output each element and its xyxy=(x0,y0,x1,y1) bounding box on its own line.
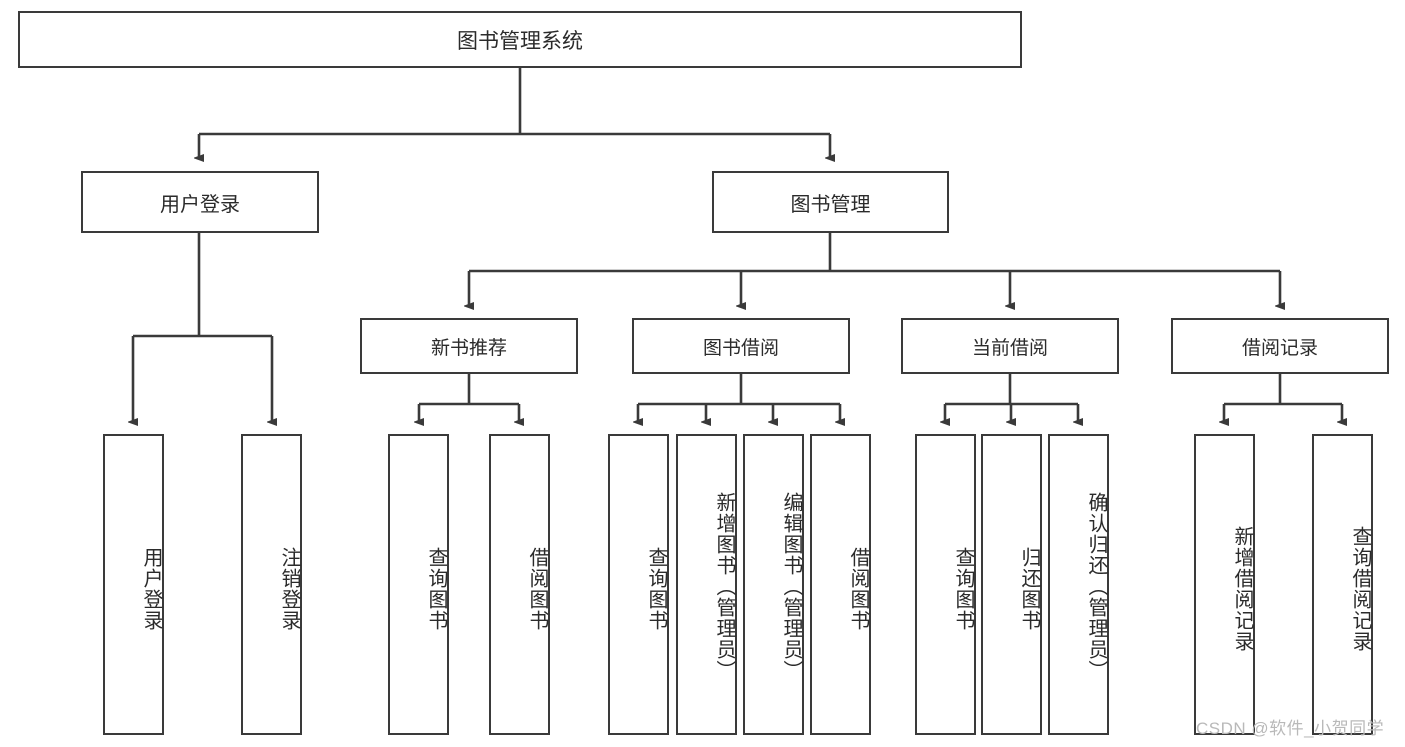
leaf-add-record-label: 新增借阅记录 xyxy=(1231,525,1253,652)
leaf-query-book-1[interactable]: 查询图书 xyxy=(388,434,449,735)
csdn-watermark: CSDN @软件_小贺同学 xyxy=(1196,719,1385,738)
leaf-query-book-2[interactable]: 查询图书 xyxy=(608,434,669,735)
leaf-edit-book-label: 编辑图书（管理员） xyxy=(780,492,802,681)
leaf-confirm-return[interactable]: 确认归还（管理员） xyxy=(1048,434,1109,735)
leaf-logout-login-label: 注销登录 xyxy=(278,546,300,631)
leaf-logout-login[interactable]: 注销登录 xyxy=(241,434,302,735)
leaf-return-book-label: 归还图书 xyxy=(1018,546,1040,631)
node-borrow-record[interactable]: 借阅记录 xyxy=(1171,318,1389,374)
leaf-query-record[interactable]: 查询借阅记录 xyxy=(1312,434,1373,735)
node-book-borrow[interactable]: 图书借阅 xyxy=(632,318,850,374)
node-user-login[interactable]: 用户登录 xyxy=(81,171,319,233)
leaf-user-login[interactable]: 用户登录 xyxy=(103,434,164,735)
leaf-return-book[interactable]: 归还图书 xyxy=(981,434,1042,735)
leaf-edit-book[interactable]: 编辑图书（管理员） xyxy=(743,434,804,735)
leaf-add-book-label: 新增图书（管理员） xyxy=(713,492,735,681)
leaf-query-book-2-label: 查询图书 xyxy=(645,546,667,631)
leaf-query-book-3-label: 查询图书 xyxy=(952,546,974,631)
node-user-login-label: 用户登录 xyxy=(160,193,240,216)
node-new-book-recommend[interactable]: 新书推荐 xyxy=(360,318,578,374)
leaf-add-record[interactable]: 新增借阅记录 xyxy=(1194,434,1255,735)
node-root[interactable]: 图书管理系统 xyxy=(18,11,1022,68)
node-borrow-record-label: 借阅记录 xyxy=(1241,337,1318,359)
node-current-borrow-label: 当前借阅 xyxy=(971,337,1048,359)
leaf-confirm-return-label: 确认归还（管理员） xyxy=(1085,492,1107,681)
node-book-management-label: 图书管理 xyxy=(790,193,871,216)
leaf-borrow-book-2[interactable]: 借阅图书 xyxy=(810,434,871,735)
node-current-borrow[interactable]: 当前借阅 xyxy=(901,318,1119,374)
leaf-borrow-book-1-label: 借阅图书 xyxy=(526,546,548,631)
node-book-borrow-label: 图书借阅 xyxy=(702,337,779,359)
leaf-query-record-label: 查询借阅记录 xyxy=(1349,525,1371,652)
leaf-add-book[interactable]: 新增图书（管理员） xyxy=(676,434,737,735)
leaf-query-book-1-label: 查询图书 xyxy=(425,546,447,631)
leaf-borrow-book-2-label: 借阅图书 xyxy=(847,546,869,631)
node-new-book-recommend-label: 新书推荐 xyxy=(430,337,507,359)
node-root-label: 图书管理系统 xyxy=(457,29,583,53)
leaf-borrow-book-1[interactable]: 借阅图书 xyxy=(489,434,550,735)
leaf-user-login-label: 用户登录 xyxy=(140,546,162,631)
node-book-management[interactable]: 图书管理 xyxy=(712,171,949,233)
leaf-query-book-3[interactable]: 查询图书 xyxy=(915,434,976,735)
